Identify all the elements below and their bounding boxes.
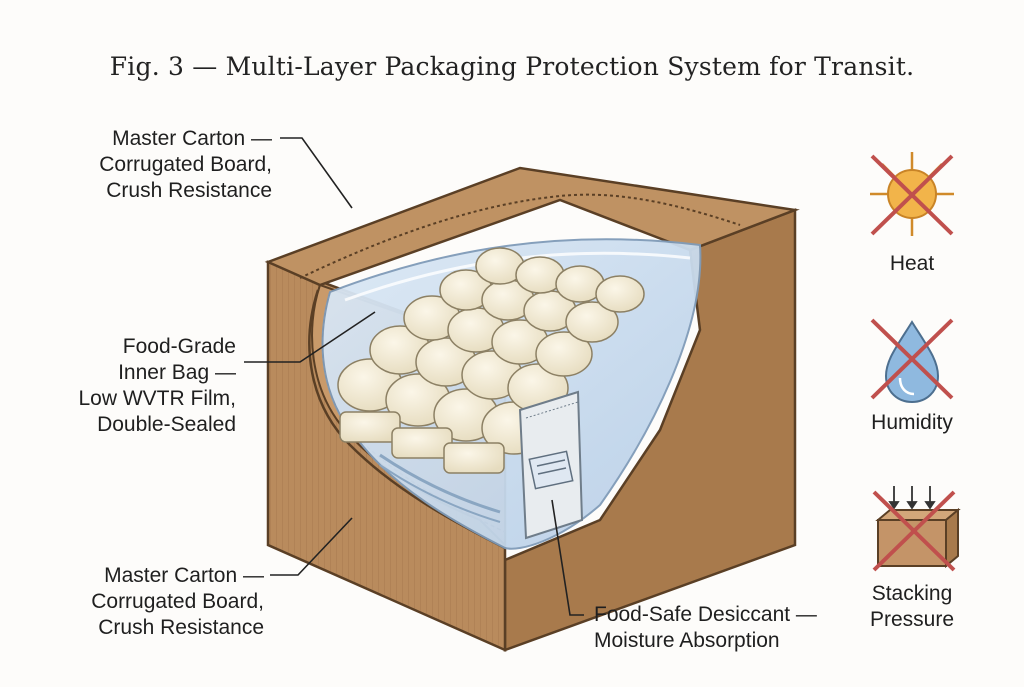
leader-lines: [244, 137, 584, 616]
crossed-water-drop-icon: [870, 318, 954, 404]
leader-carton-bottom: [270, 517, 353, 576]
callout-desiccant: Food-Safe Desiccant — Moisture Absorptio…: [594, 603, 817, 652]
crossed-stacked-box-icon: [872, 486, 961, 572]
hazard-label-humidity: Humidity: [871, 411, 953, 434]
callout-carton-bottom: Master Carton — Corrugated Board, Crush …: [91, 564, 264, 639]
crossed-sun-icon: [870, 152, 954, 236]
hazard-label-heat: Heat: [889, 252, 935, 275]
leader-carton-top: [280, 137, 353, 209]
desiccant-pack: [518, 390, 584, 540]
figure-title: Fig. 3 — Multi-Layer Packaging Protectio…: [109, 52, 915, 81]
leader-desiccant: [551, 499, 584, 616]
product-rolls: [337, 247, 645, 474]
callout-inner-bag: Food-Grade Inner Bag — Low WVTR Film, Do…: [78, 335, 237, 436]
hazard-label-stacking-pressure: Stacking Pressure: [869, 582, 955, 631]
leader-inner-bag: [244, 311, 376, 363]
callout-carton-top: Master Carton — Corrugated Board, Crush …: [99, 127, 272, 202]
